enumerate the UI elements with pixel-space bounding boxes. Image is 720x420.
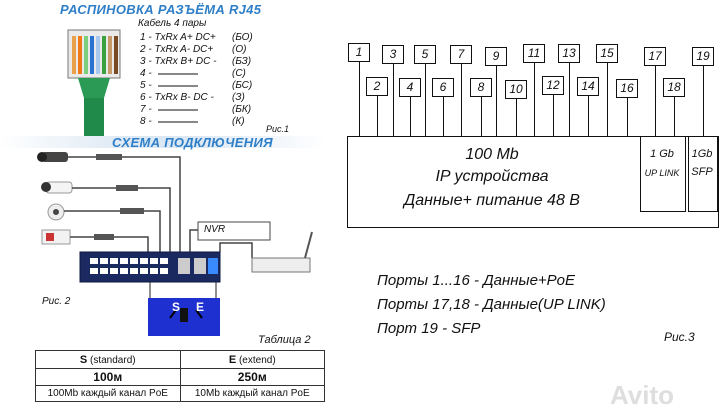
- device-type-label: IP устройства: [435, 168, 549, 185]
- sfp-label: SFP: [691, 166, 713, 178]
- camera-icon: [37, 152, 68, 162]
- port-connector-line: [655, 66, 656, 136]
- pin-code: (БК): [232, 104, 252, 115]
- uplink-box: [640, 136, 686, 212]
- port-number-box: 11: [523, 44, 545, 63]
- port-connector-line: [553, 95, 554, 136]
- table-caption: Таблица 2: [258, 334, 311, 346]
- table-cell: 100м: [35, 368, 181, 386]
- port-number-box: 5: [414, 45, 436, 64]
- port-number-box: 3: [382, 45, 404, 64]
- table-header-e: E (extend): [179, 350, 325, 369]
- table-cell: 10Mb каждый канал PoE: [179, 385, 325, 402]
- pin-code: (БЗ): [232, 56, 252, 67]
- port-connector-line: [359, 62, 360, 136]
- uplink-speed-label: 1 Gb: [650, 148, 674, 160]
- port-number-box: 1: [348, 43, 370, 62]
- pin-row: 7 -: [140, 104, 152, 115]
- switch-s-label: S: [172, 300, 181, 314]
- port-number-box: 17: [644, 47, 666, 66]
- nvr-label: NVR: [204, 224, 226, 235]
- device-speed-label: 100 Mb: [465, 146, 519, 163]
- pin-code: (БО): [232, 32, 253, 43]
- port-number-box: 18: [663, 78, 685, 97]
- camera-icon: [41, 229, 71, 245]
- pin-code: (К): [232, 116, 245, 127]
- fig1-label: Рис.1: [266, 124, 290, 134]
- legend-line: Порты 17,18 - Данные(UP LINK): [377, 296, 606, 313]
- table-cell: 100Mb каждый канал PoE: [35, 385, 181, 402]
- fig2-label: Рис. 2: [42, 296, 71, 307]
- pin-code: (С): [232, 68, 246, 79]
- pinout-title: РАСПИНОВКА РАЗЪЁМА RJ45: [60, 2, 262, 17]
- pin-row: 5 -: [140, 80, 152, 91]
- port-number-box: 2: [366, 77, 388, 96]
- distance-table: S (standard) E (extend) 100м 250м 100Mb …: [35, 350, 325, 402]
- watermark: Avito: [610, 380, 675, 410]
- table-header-s: S (standard): [35, 350, 181, 369]
- pin-row: 6 - TxRx B- DC -: [140, 92, 214, 103]
- port-connector-line: [607, 63, 608, 136]
- port-number-box: 8: [470, 78, 492, 97]
- port-number-box: 4: [399, 78, 421, 97]
- port-number-box: 10: [505, 80, 527, 99]
- rj45-connector-illustration: [67, 29, 121, 138]
- port-number-box: 7: [450, 45, 472, 64]
- port-number-box: 16: [616, 79, 638, 98]
- port-number-box: 15: [596, 44, 618, 63]
- uplink-label: UP LINK: [644, 168, 680, 178]
- port-connector-line: [461, 64, 462, 136]
- port-connector-line: [703, 66, 704, 136]
- camera-icon: [41, 181, 73, 194]
- port-connector-line: [534, 63, 535, 136]
- pin-code: (З): [232, 92, 245, 103]
- scheme-title: СХЕМА ПОДКЛЮЧЕНИЯ: [112, 135, 273, 150]
- port-connector-line: [377, 96, 378, 136]
- pin-row: 8 -: [140, 116, 152, 127]
- port-number-box: 14: [577, 77, 599, 96]
- pin-lines: [158, 73, 198, 123]
- port-connector-line: [674, 97, 675, 136]
- pin-row: 3 - TxRx B+ DC -: [140, 56, 217, 67]
- pin-row: 1 - TxRx A+ DC+: [140, 32, 216, 43]
- pin-row: 4 -: [140, 68, 152, 79]
- table-cell: 250м: [179, 368, 325, 386]
- port-connector-line: [569, 63, 570, 136]
- legend-line: Порт 19 - SFP: [377, 320, 481, 337]
- port-connector-line: [393, 64, 394, 136]
- device-power-label: Данные+ питание 48 В: [404, 192, 580, 209]
- sfp-speed-label: 1Gb: [691, 148, 713, 160]
- connection-scheme-illustration: [37, 152, 313, 336]
- port-connector-line: [496, 66, 497, 136]
- sfp-box: [688, 136, 718, 212]
- legend-line: Порты 1...16 - Данные+PoE: [377, 272, 576, 289]
- port-number-box: 13: [558, 44, 580, 63]
- camera-icon: [47, 203, 65, 221]
- port-connector-line: [425, 64, 426, 136]
- port-connector-line: [588, 96, 589, 136]
- port-number-box: 12: [542, 76, 564, 95]
- port-number-box: 9: [485, 47, 507, 66]
- port-connector-line: [627, 98, 628, 136]
- pin-code: (БС): [232, 80, 253, 91]
- port-number-box: 6: [432, 78, 454, 97]
- port-number-box: 19: [692, 47, 714, 66]
- switch-e-label: E: [196, 300, 205, 314]
- port-connector-line: [410, 97, 411, 136]
- port-connector-line: [443, 97, 444, 136]
- port-connector-line: [516, 99, 517, 136]
- scheme-title-band: [0, 136, 325, 148]
- fig3-label: Рис.3: [664, 330, 695, 344]
- pin-row: 2 - TxRx A- DC+: [140, 44, 214, 55]
- port-connector-line: [481, 97, 482, 136]
- pin-code: (О): [232, 44, 247, 55]
- cable-label: Кабель 4 пары: [138, 18, 207, 29]
